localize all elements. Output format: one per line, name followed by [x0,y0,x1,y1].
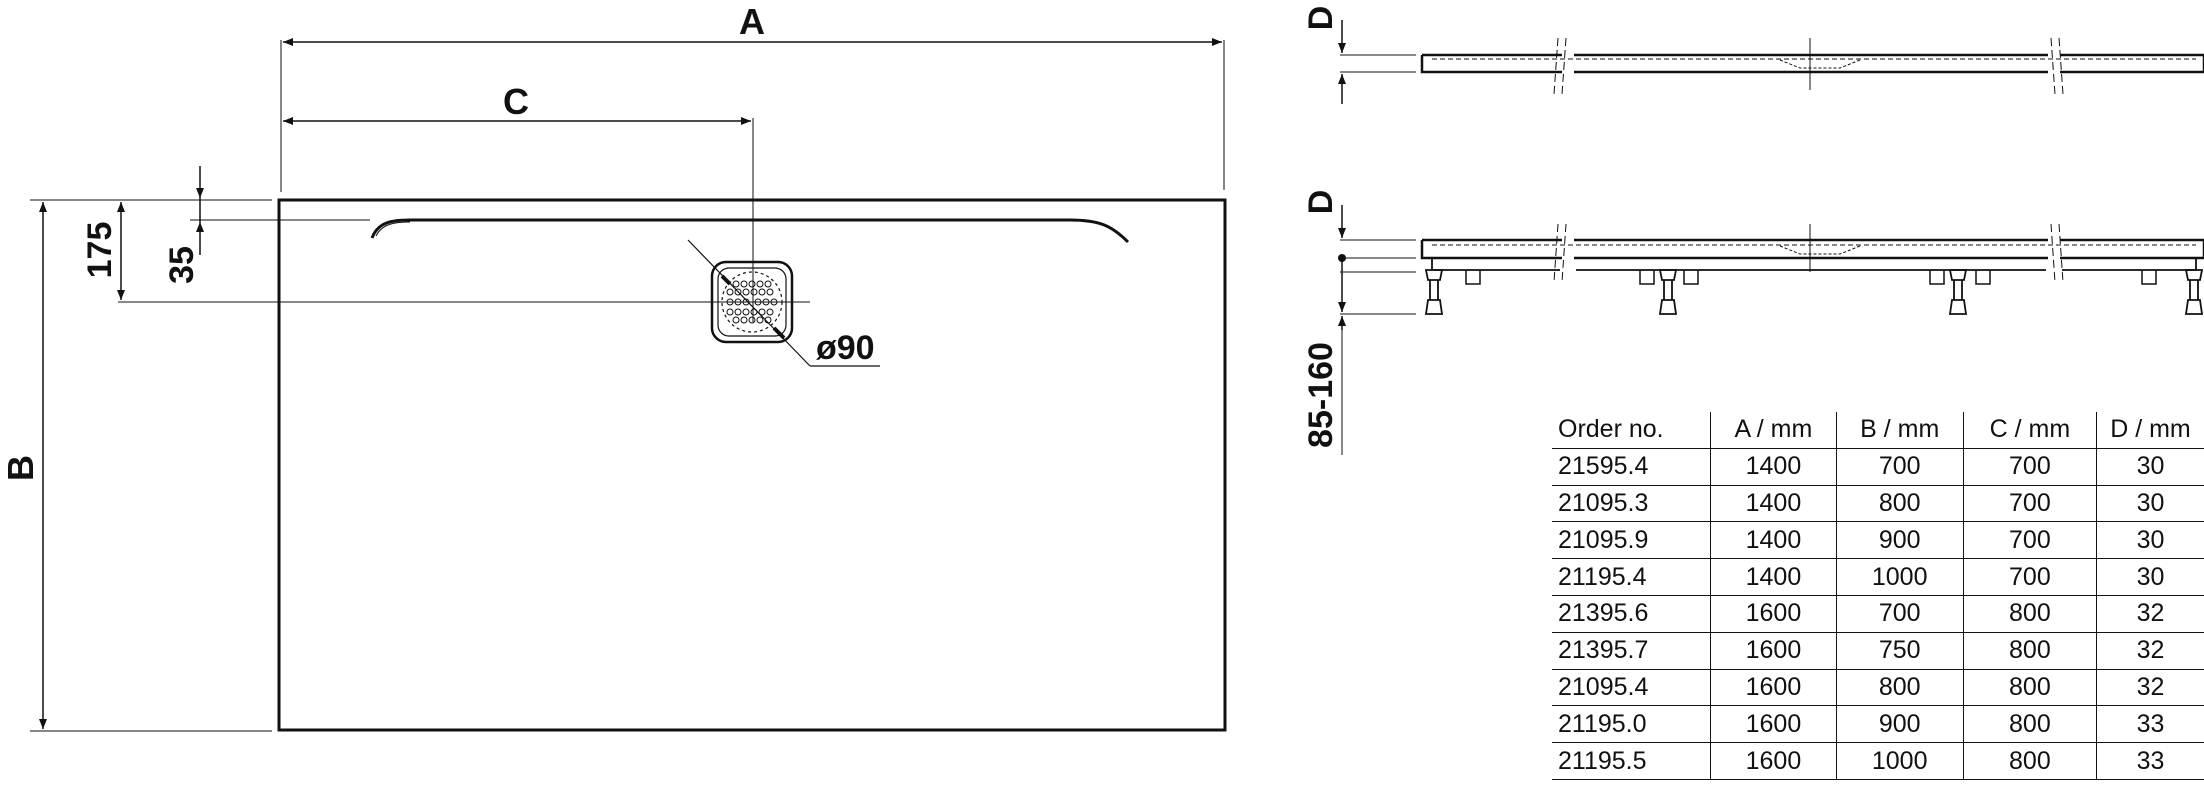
table-cell: 800 [1835,485,1964,523]
table-cell: 800 [1962,669,2097,707]
table-cell: 21095.3 [1552,485,1711,523]
table-cell: 21395.6 [1552,595,1711,633]
drain-diameter-leader [687,239,811,367]
table-cell: 21195.5 [1552,742,1711,780]
drain [687,239,880,367]
table-cell: 1600 [1710,669,1837,707]
table-cell: 700 [1962,448,2097,486]
table-cell: 21095.9 [1552,521,1711,560]
table-cell: 700 [1962,485,2097,523]
label-dim-35: 35 [163,246,201,284]
table-cell: 32 [2095,595,2204,633]
table-cell: 32 [2095,669,2204,707]
table-row: 21395.6 1600 700 800 32 [1552,595,2204,633]
section-view-top [1338,20,2204,104]
table-cell: 700 [1962,558,2097,596]
label-dim-d-top: D [1302,6,1340,31]
table-cell: 32 [2095,632,2204,670]
dimensions-table: Order no. A / mm B / mm C / mm D / mm 21… [1552,412,2204,780]
tray-profile-top [1420,53,2204,74]
table-cell: 1400 [1710,558,1837,596]
table-cell: 1000 [1835,742,1964,780]
table-cell: 30 [2095,558,2204,596]
label-dim-legs: 85-160 [1302,342,1340,448]
table-header: D / mm [2095,412,2204,449]
table-cell: 21095.4 [1552,669,1711,707]
table-cell: 21595.4 [1552,448,1711,486]
table-cell: 800 [1962,595,2097,633]
label-dim-c: C [503,81,529,122]
table-row: 21095.4 1600 800 800 32 [1552,669,2204,707]
support-frame [1431,258,2197,271]
table-row: 21195.0 1600 900 800 33 [1552,705,2204,744]
table-cell: 1000 [1835,558,1964,596]
label-dim-a: A [739,1,765,42]
table-cell: 900 [1835,521,1964,560]
table-cell: 30 [2095,448,2204,486]
table-cell: 1600 [1710,742,1837,780]
table-cell: 700 [1962,521,2097,560]
table-row: 21095.9 1400 900 700 30 [1552,521,2204,560]
table-cell: 750 [1835,632,1964,670]
table-cell: 21395.7 [1552,632,1711,670]
table-row: 21195.4 1400 1000 700 30 [1552,558,2204,596]
label-dim-b: B [0,455,41,481]
table-cell: 700 [1835,595,1964,633]
table-header: C / mm [1962,412,2097,449]
table-row: 21095.3 1400 800 700 30 [1552,485,2204,523]
rim-groove [370,218,1130,244]
table-header: Order no. [1552,412,1711,449]
table-cell: 800 [1962,742,2097,780]
table-cell: 700 [1835,448,1964,486]
label-dim-175: 175 [81,222,119,279]
table-cell: 30 [2095,485,2204,523]
label-dim-drain: ø90 [816,329,875,367]
table-cell: 1600 [1710,705,1837,744]
tray-profile-legs [1420,238,2204,260]
section-view-legs [1338,205,2204,455]
table-row: 21395.7 1600 750 800 32 [1552,632,2204,670]
table-cell: 1400 [1710,521,1837,560]
table-cell: 1600 [1710,595,1837,633]
table-cell: 800 [1835,669,1964,707]
table-cell: 30 [2095,521,2204,560]
table-header: B / mm [1835,412,1964,449]
table-row: 21195.5 1600 1000 800 33 [1552,742,2204,780]
table-cell: 1400 [1710,448,1837,486]
table-cell: 21195.4 [1552,558,1711,596]
table-cell: 1400 [1710,485,1837,523]
table-cell: 900 [1835,705,1964,744]
table-cell: 33 [2095,742,2204,780]
plan-view [30,38,1227,732]
table-cell: 1600 [1710,632,1837,670]
table-cell: 800 [1962,705,2097,744]
tray-outline [277,198,1227,732]
table-cell: 33 [2095,705,2204,744]
table-row: 21595.4 1400 700 700 30 [1552,448,2204,486]
label-dim-d-side: D [1302,190,1340,215]
adjustable-legs [1424,269,2204,315]
table-cell: 21195.0 [1552,705,1711,744]
table-cell: 800 [1962,632,2097,670]
table-header: A / mm [1710,412,1837,449]
table-header-row: Order no. A / mm B / mm C / mm D / mm [1552,412,2204,449]
